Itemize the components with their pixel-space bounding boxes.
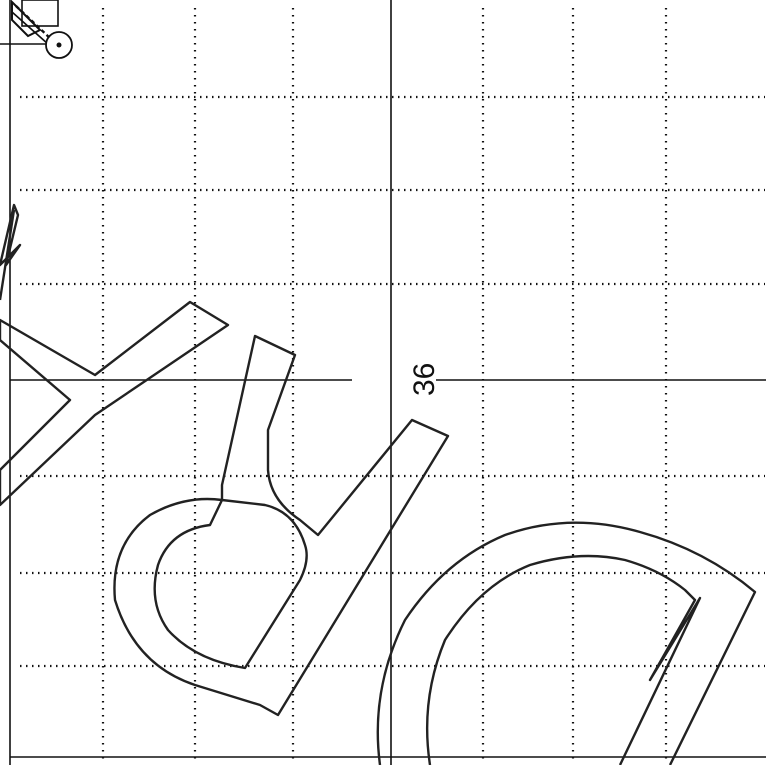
glyph-g <box>113 334 450 717</box>
anchor-dot <box>56 42 62 48</box>
glyph-d <box>376 521 757 765</box>
center-label: 36 <box>408 363 441 396</box>
axis-lines <box>9 0 766 765</box>
glyph-k <box>0 203 230 507</box>
anchor-mark <box>0 0 73 59</box>
grid-horizontal-dotted <box>20 95 765 668</box>
